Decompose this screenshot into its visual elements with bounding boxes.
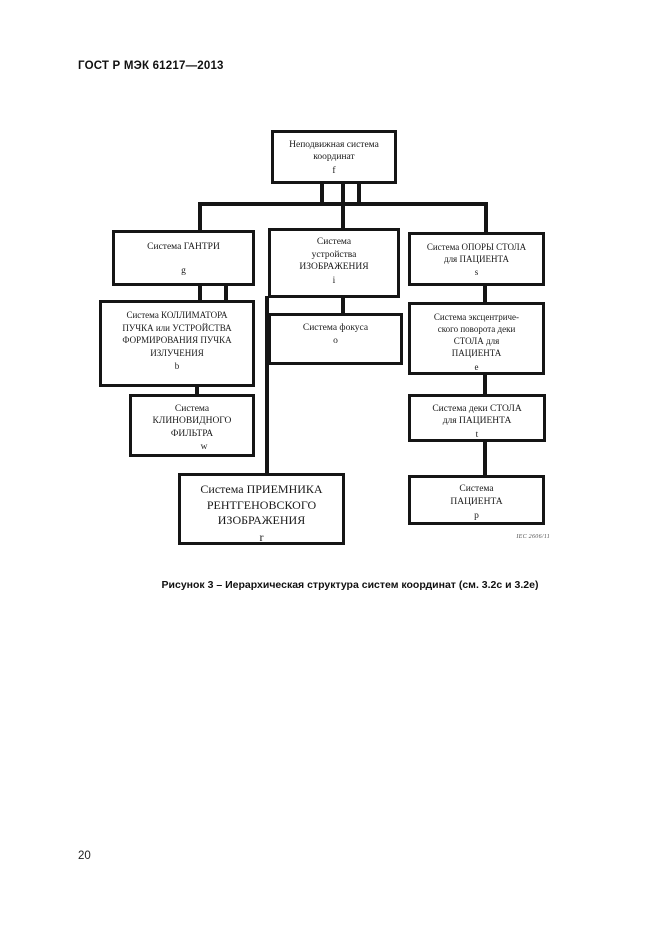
box-text-line: Система — [316, 237, 352, 247]
box-text-line: ИЗОБРАЖЕНИЯ — [299, 262, 369, 273]
box-text-line: ИЗОБРАЖЕНИЯ — [217, 513, 306, 528]
connector-drop-table-support — [484, 202, 488, 235]
box-text-line: РЕНТГЕНОВСКОГО — [206, 497, 317, 512]
box-text-line: ского поворота деки — [437, 324, 516, 335]
diagram-box-eccentric-table-rotation-system: Система эксцентриче- ского поворота деки… — [408, 302, 545, 375]
box-text-line: Система фокуса — [302, 323, 369, 333]
box-letter: s — [474, 267, 479, 278]
figure-caption: Рисунок 3 – Иерархическая структура сист… — [161, 579, 539, 591]
diagram-box-beam-collimator-system: Система КОЛЛИМАТОРА ПУЧКА или УСТРОЙСТВА… — [99, 300, 255, 387]
box-text-line: Система ПРИЕМНИКА — [200, 482, 323, 496]
box-text-line: ФОРМИРОВАНИЯ ПУЧКА — [122, 335, 232, 346]
connector-main-horizontal — [198, 202, 488, 206]
box-letter: t — [475, 429, 479, 440]
box-text-line: ПАЦИЕНТА — [450, 496, 503, 507]
document-header: ГОСТ Р МЭК 61217—2013 — [78, 60, 224, 72]
box-letter: e — [474, 361, 479, 372]
connector-drop-gantry — [198, 202, 202, 233]
box-letter: r — [259, 529, 264, 544]
box-text-line: Система ОПОРЫ СТОЛА — [426, 242, 527, 252]
connector-deck-patient — [483, 440, 487, 478]
connector-top-right-stub — [357, 184, 361, 206]
box-text-line: ИЗЛУЧЕНИЯ — [150, 347, 204, 358]
diagram-box-image-device-system: Система устройства ИЗОБРАЖЕНИЯ i — [268, 228, 400, 298]
box-text-line: для ПАЦИЕНТА — [443, 253, 509, 264]
box-text-line: для ПАЦИЕНТА — [442, 416, 512, 427]
box-text-line: ПАЦИЕНТА — [451, 348, 502, 359]
box-text-line: Система деки СТОЛА — [432, 404, 522, 414]
box-letter: p — [474, 510, 479, 521]
box-text-line: Система КОЛЛИМАТОРА — [126, 310, 228, 320]
box-letter: f — [332, 165, 336, 176]
box-text-line: ПУЧКА или УСТРОЙСТВА — [122, 322, 232, 333]
box-letter: g — [181, 266, 186, 277]
diagram-box-table-top-system: Система деки СТОЛА для ПАЦИЕНТА t — [408, 394, 546, 442]
box-text-line: координат — [313, 152, 355, 163]
diagram-box-wedge-filter-system: Система КЛИНОВИДНОГО ФИЛЬТРА w — [129, 394, 255, 457]
box-text-line: Неподвижная система — [289, 140, 379, 150]
connector-support-eccentric — [483, 284, 487, 305]
box-letter: w — [200, 442, 208, 453]
box-letter: i — [332, 275, 336, 286]
box-letter: b — [174, 361, 180, 372]
diagram-box-gantry-system: Система ГАНТРИ g — [112, 230, 255, 286]
diagram-box-patient-table-support-system: Система ОПОРЫ СТОЛА для ПАЦИЕНТА s — [408, 232, 545, 286]
box-letter: o — [333, 336, 338, 347]
diagram-box-patient-system: Система ПАЦИЕНТА p — [408, 475, 545, 525]
box-text-line: устройства — [311, 249, 357, 260]
connector-image-focus — [341, 296, 345, 316]
box-text-line: Система — [459, 484, 494, 494]
diagram-box-fixed-coordinate-system: Неподвижная система координат f — [271, 130, 397, 184]
connector-gantry-collimator-1 — [198, 283, 202, 303]
connector-image-receptor-long — [265, 296, 269, 476]
connector-gantry-collimator-2 — [224, 283, 228, 303]
connector-eccentric-deck — [483, 373, 487, 397]
box-text-line: ФИЛЬТРА — [170, 428, 214, 439]
diagram-box-xray-image-receptor-system: Система ПРИЕМНИКА РЕНТГЕНОВСКОГО ИЗОБРАЖ… — [178, 473, 345, 545]
page-number: 20 — [78, 850, 91, 862]
connector-collimator-wedge — [195, 385, 199, 397]
box-text-line: КЛИНОВИДНОГО — [152, 416, 232, 427]
connector-top-left-stub — [320, 184, 324, 206]
diagram-box-focus-system: Система фокуса o — [268, 313, 403, 365]
connector-top-center-stub — [341, 184, 345, 230]
iec-figure-reference: IEC 2606/11 — [516, 534, 550, 540]
box-text-line: Система ГАНТРИ — [147, 242, 220, 252]
box-text-line: Система — [174, 404, 210, 414]
box-text-line: Система эксцентриче- — [433, 312, 520, 322]
box-text-line: СТОЛА для — [453, 336, 500, 347]
